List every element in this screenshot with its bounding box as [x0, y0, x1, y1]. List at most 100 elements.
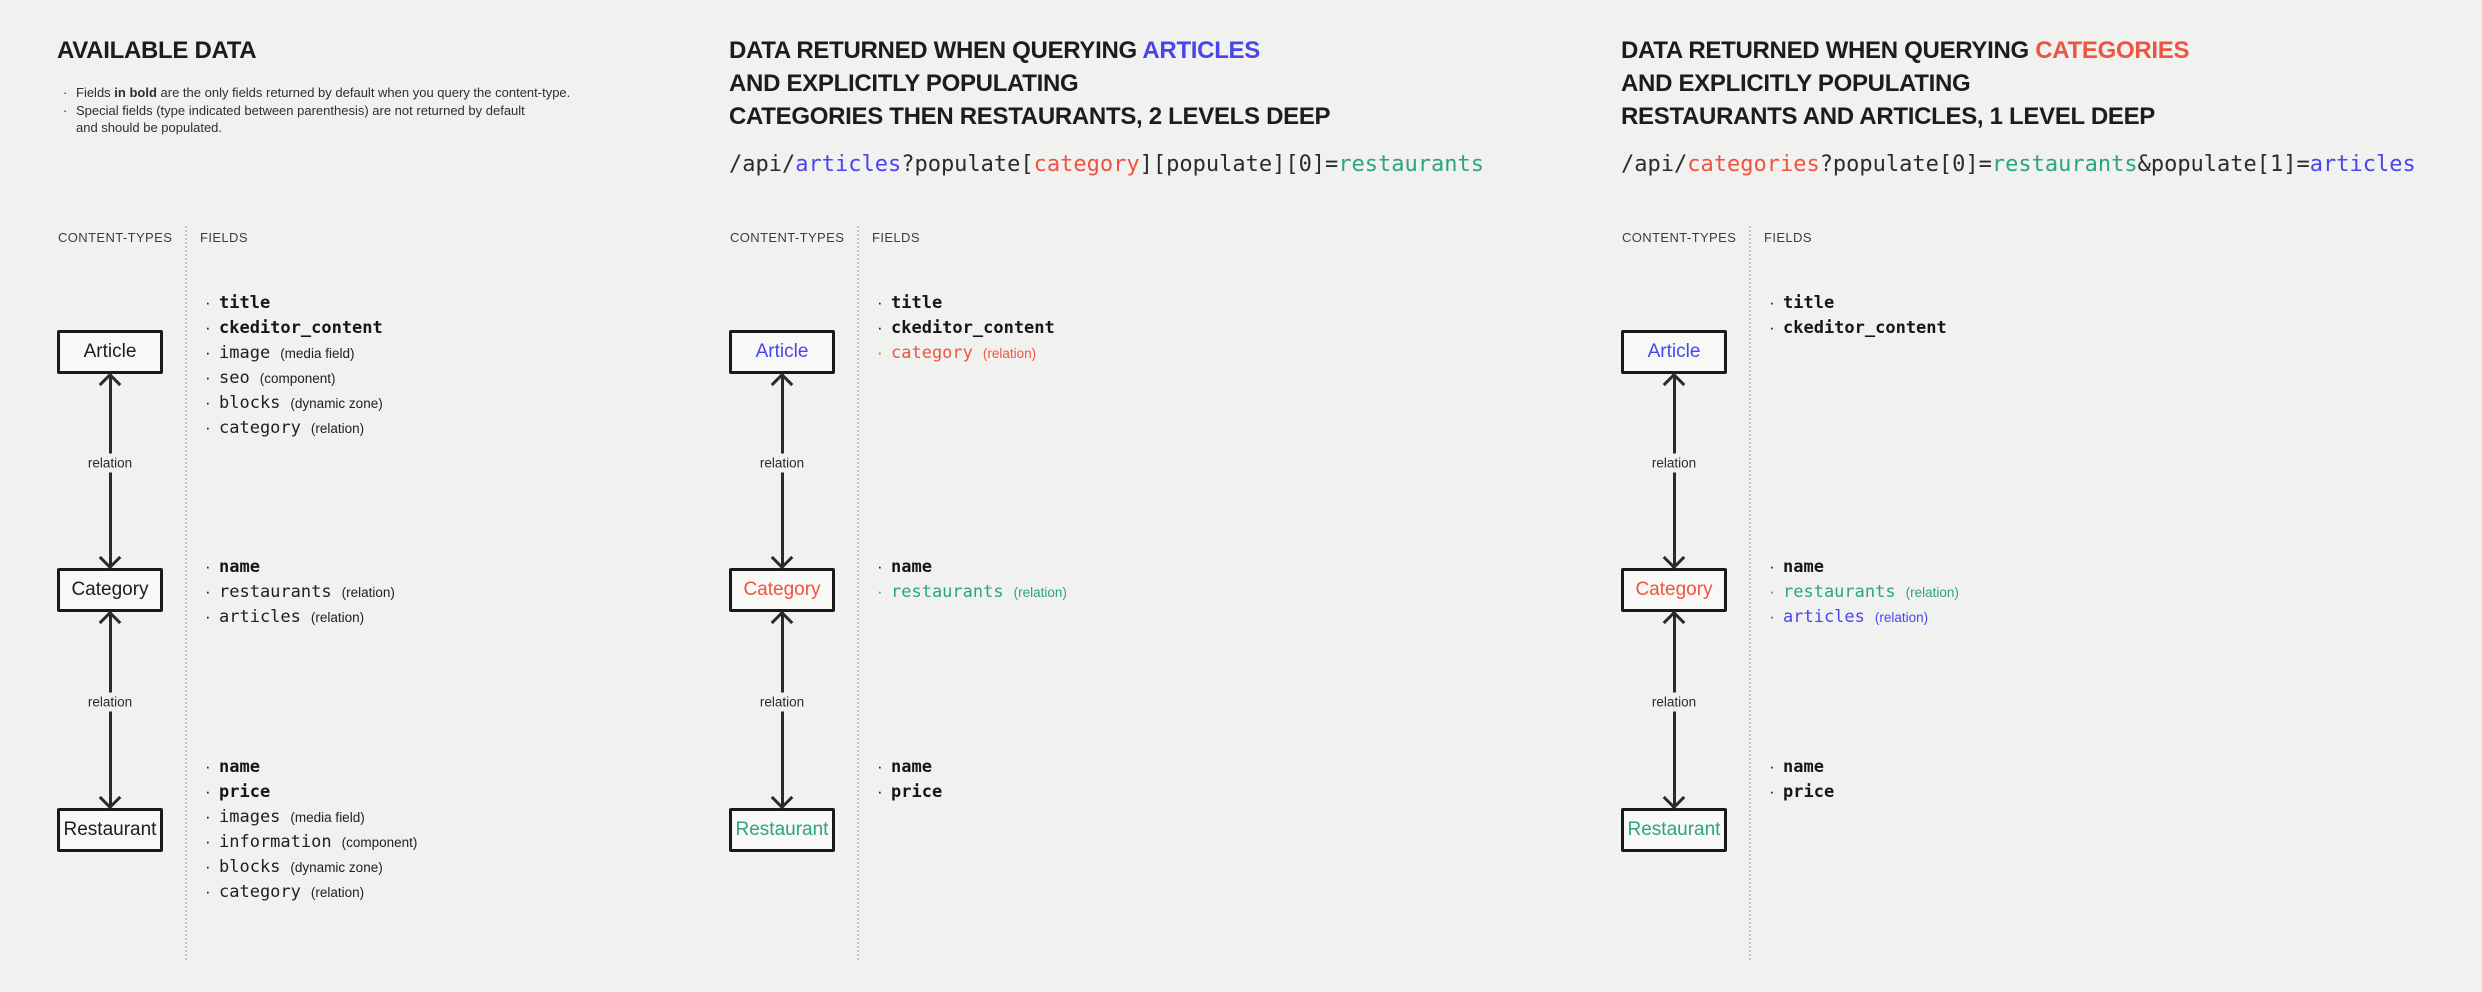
category-fields: ·name ·restaurants(relation) ·articles(r…: [1769, 554, 1959, 629]
field-name: category: [219, 418, 301, 438]
arrow-up-icon: [770, 372, 794, 396]
field-row: ·restaurants(relation): [205, 579, 395, 604]
field-bullet: ·: [205, 782, 211, 801]
field-bullet: ·: [877, 557, 883, 576]
relation-arrow: relation: [83, 610, 137, 810]
field-bullet: ·: [205, 368, 211, 387]
field-bullet: ·: [877, 582, 883, 601]
arrow-up-icon: [98, 610, 122, 634]
field-name: category: [219, 882, 301, 902]
field-name: ckeditor_content: [891, 318, 1055, 338]
field-bullet: ·: [1769, 757, 1775, 776]
field-row: · ckeditor_content: [205, 315, 393, 340]
field-name: restaurants: [891, 582, 1004, 602]
relation-label: relation: [1647, 692, 1701, 712]
field-row: · name: [877, 554, 1067, 579]
field-name: name: [1783, 557, 1824, 577]
field-row: ·images(media field): [205, 804, 417, 829]
title-line: DATA RETURNED WHEN QUERYING ARTICLES: [729, 37, 1260, 64]
relation-label: relation: [1647, 453, 1701, 473]
field-type: (relation): [982, 346, 1037, 361]
note-text: Special fields (type indicated between p…: [76, 102, 525, 136]
field-row: ·price: [877, 779, 952, 804]
field-name: restaurants: [1783, 582, 1896, 602]
field-row: · ckeditor_content: [877, 315, 1065, 340]
field-type: (relation): [310, 421, 365, 436]
field-row: ·image(media field): [205, 340, 393, 365]
content-types-label: CONTENT-TYPES: [1622, 230, 1737, 245]
panel-title: DATA RETURNED WHEN QUERYING ARTICLES AND…: [729, 34, 1331, 133]
panel-available-data: AVAILABLE DATA · Fields in bold are the …: [57, 0, 712, 992]
field-type: (media field): [290, 810, 365, 825]
field-bullet: ·: [1769, 557, 1775, 576]
field-row: · category (relation): [205, 879, 417, 904]
article-box: Article: [57, 330, 163, 374]
field-name: name: [891, 557, 932, 577]
field-bullet: ·: [1769, 582, 1775, 601]
relation-arrow: relation: [83, 372, 137, 570]
note-text: Fields in bold are the only fields retur…: [76, 85, 571, 100]
field-row: · name: [1769, 754, 1844, 779]
panel-categories-query: DATA RETURNED WHEN QUERYING CATEGORIES A…: [1621, 0, 2476, 992]
field-bullet: ·: [205, 832, 211, 851]
field-type: (relation): [1013, 585, 1067, 600]
relation-arrow: relation: [1647, 610, 1701, 810]
field-row: · title: [1769, 290, 1957, 315]
arrow-down-icon: [1662, 786, 1686, 810]
field-name: information: [219, 832, 332, 852]
note-bullet: ·: [63, 102, 68, 118]
field-bullet: ·: [877, 757, 883, 776]
article-box: Article: [1621, 330, 1727, 374]
field-bullet: ·: [877, 318, 883, 337]
field-row: ·name: [205, 554, 395, 579]
field-name: title: [1783, 293, 1835, 313]
field-bullet: ·: [205, 607, 211, 626]
field-bullet: ·: [1769, 293, 1775, 312]
field-type: (component): [259, 371, 336, 386]
field-bullet: ·: [877, 343, 883, 362]
field-name: image: [219, 343, 271, 363]
relation-label: relation: [83, 453, 137, 473]
article-fields: · title · ckeditor_content · category (relat…: [877, 290, 1065, 365]
field-bullet: ·: [205, 882, 211, 901]
arrow-up-icon: [98, 372, 122, 396]
content-types-label: CONTENT-TYPES: [58, 230, 173, 245]
field-name: restaurants: [219, 582, 332, 602]
field-name: ckeditor_content: [219, 318, 383, 338]
field-row: · category (relation): [877, 340, 1065, 365]
field-type: (relation): [310, 610, 365, 625]
category-fields: ·name ·restaurants(relation) ·articles(r…: [205, 554, 395, 629]
field-name: images: [219, 807, 281, 827]
field-row: ·name: [877, 754, 952, 779]
panel-articles-query: DATA RETURNED WHEN QUERYING ARTICLES AND…: [729, 0, 1614, 992]
fields-label: FIELDS: [872, 230, 920, 245]
field-name: blocks: [219, 393, 281, 413]
title-line: AND EXPLICITLY POPULATING: [729, 70, 1079, 97]
field-bullet: ·: [877, 782, 883, 801]
field-row: ·articles(relation): [205, 604, 395, 629]
field-type: (relation): [310, 885, 365, 900]
highlight-articles: ARTICLES: [1142, 37, 1260, 64]
field-bullet: ·: [205, 318, 211, 337]
title-line: AND EXPLICITLY POPULATING: [1621, 70, 1971, 97]
category-fields: · name · restaurants (relation): [877, 554, 1067, 604]
field-name: name: [1783, 757, 1824, 777]
fields-label: FIELDS: [1764, 230, 1812, 245]
field-row: ·blocks(dynamic zone): [205, 390, 393, 415]
arrow-down-icon: [1662, 546, 1686, 570]
field-row: ·category(relation): [205, 415, 393, 440]
title-line: RESTAURANTS AND ARTICLES, 1 LEVEL DEEP: [1621, 103, 2155, 130]
relation-arrow: relation: [1647, 372, 1701, 570]
field-name: title: [219, 293, 271, 313]
field-name: category: [891, 343, 973, 363]
note-item: · Fields in bold are the only fields ret…: [63, 84, 570, 102]
field-bullet: ·: [205, 343, 211, 362]
relation-label: relation: [755, 692, 809, 712]
restaurant-box: Restaurant: [57, 808, 163, 852]
field-name: title: [891, 293, 943, 313]
relation-arrow: relation: [755, 610, 809, 810]
field-bullet: ·: [205, 757, 211, 776]
field-row: ·price: [1769, 779, 1844, 804]
field-row: ·title: [205, 290, 393, 315]
field-row: ·ckeditor_content: [1769, 315, 1957, 340]
